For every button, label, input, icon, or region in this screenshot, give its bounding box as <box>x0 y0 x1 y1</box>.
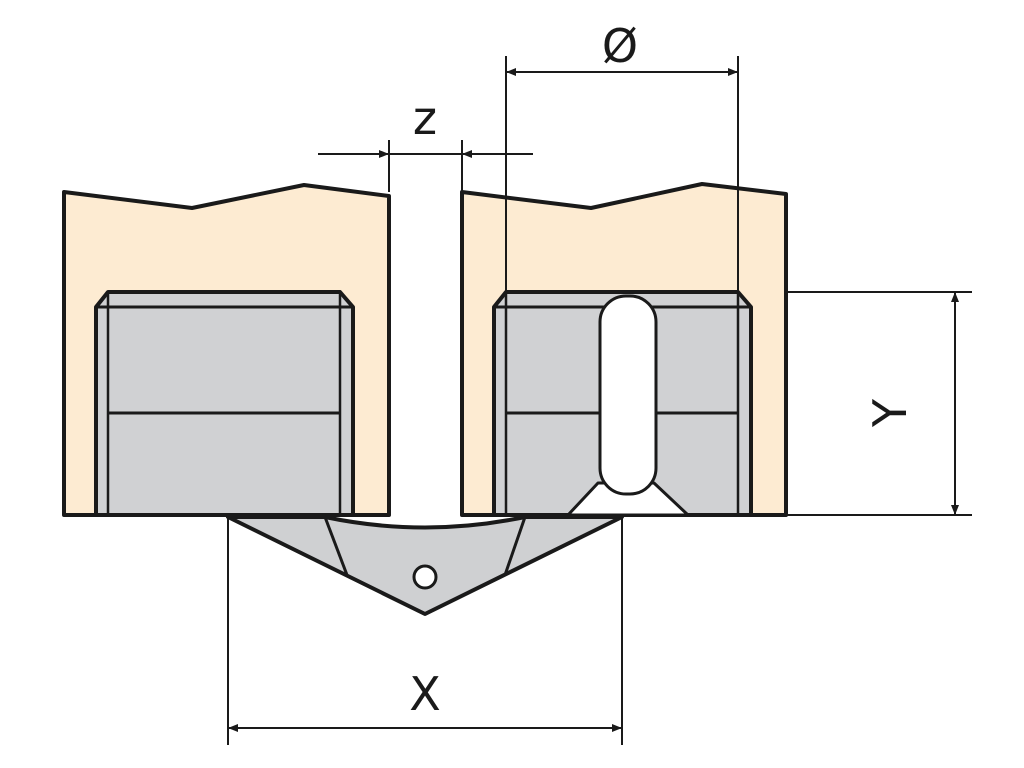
connector-hole <box>412 564 438 590</box>
connector-plate <box>226 515 624 616</box>
right-metal-insert <box>492 290 753 517</box>
width-label: X <box>409 667 441 721</box>
diameter-label: Ø <box>602 19 638 73</box>
left-metal-insert <box>94 290 355 517</box>
dimension-diameter: Ø <box>505 19 739 292</box>
dimension-width: X <box>227 517 623 745</box>
dimension-depth: Y <box>786 291 972 516</box>
dimension-gap: z <box>318 91 533 192</box>
depth-label: Y <box>863 398 917 428</box>
gap-label: z <box>413 91 437 145</box>
